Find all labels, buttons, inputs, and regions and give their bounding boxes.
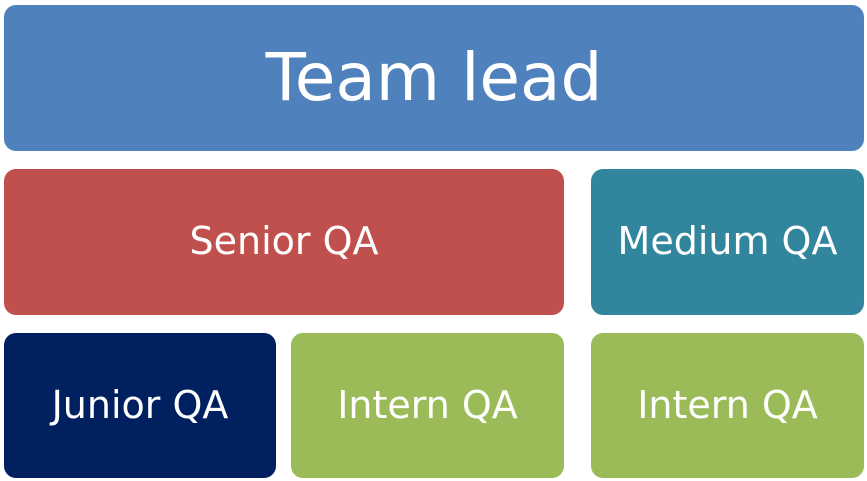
medium-qa-label: Medium QA [617,219,838,264]
junior-qa-label: Junior QA [51,382,229,427]
intern-qa-box-2: Intern QA [591,333,864,478]
senior-qa-label: Senior QA [189,219,379,264]
intern-qa-box-1: Intern QA [291,333,564,478]
team-lead-box: Team lead [4,5,864,151]
intern-qa-label-1: Intern QA [337,382,518,427]
medium-qa-box: Medium QA [591,169,864,315]
senior-qa-box: Senior QA [4,169,564,315]
team-lead-label: Team lead [265,39,603,117]
intern-qa-label-2: Intern QA [637,382,818,427]
junior-qa-box: Junior QA [4,333,276,478]
